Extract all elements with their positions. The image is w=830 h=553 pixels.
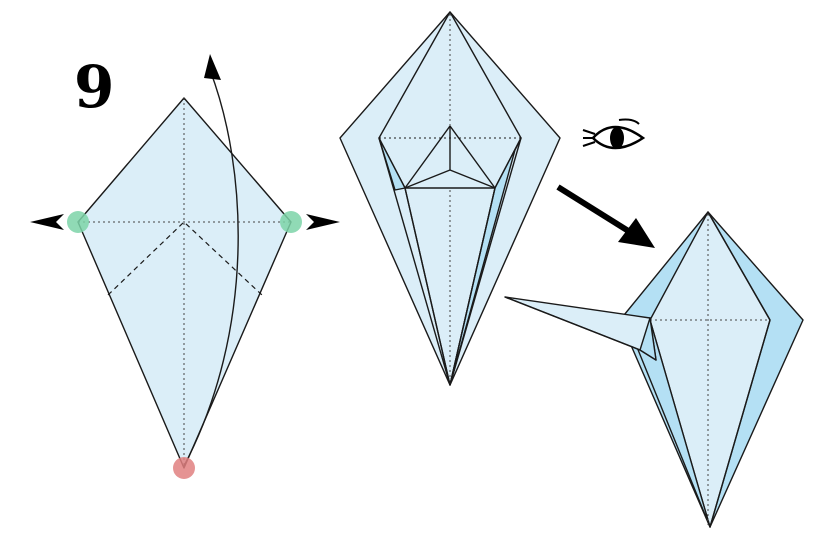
bottom-point-marker bbox=[173, 457, 195, 479]
pyramid-left-line bbox=[404, 187, 451, 386]
pyramid-right-line bbox=[449, 187, 496, 386]
front-layer bbox=[649, 211, 771, 528]
folded-base-step bbox=[339, 11, 561, 386]
fold-arrow-head bbox=[204, 54, 221, 80]
inner-left-edge bbox=[378, 137, 451, 386]
kite-step bbox=[30, 54, 340, 479]
eye-icon bbox=[582, 118, 646, 150]
pulled-point-edge bbox=[504, 296, 641, 351]
push-arrow-icon bbox=[306, 214, 340, 230]
result-step bbox=[504, 211, 804, 528]
push-arrow-icon bbox=[30, 214, 64, 230]
fold-up-curve bbox=[183, 69, 239, 467]
side-point-marker-right bbox=[280, 211, 302, 233]
arrow-icon bbox=[556, 184, 655, 248]
side-point-marker-left bbox=[67, 211, 89, 233]
step-number: 9 bbox=[74, 53, 115, 121]
result-edge bbox=[709, 319, 771, 528]
result-edge bbox=[707, 211, 771, 321]
pulled-point-shadow bbox=[639, 317, 657, 361]
inner-right-edge bbox=[449, 137, 522, 386]
